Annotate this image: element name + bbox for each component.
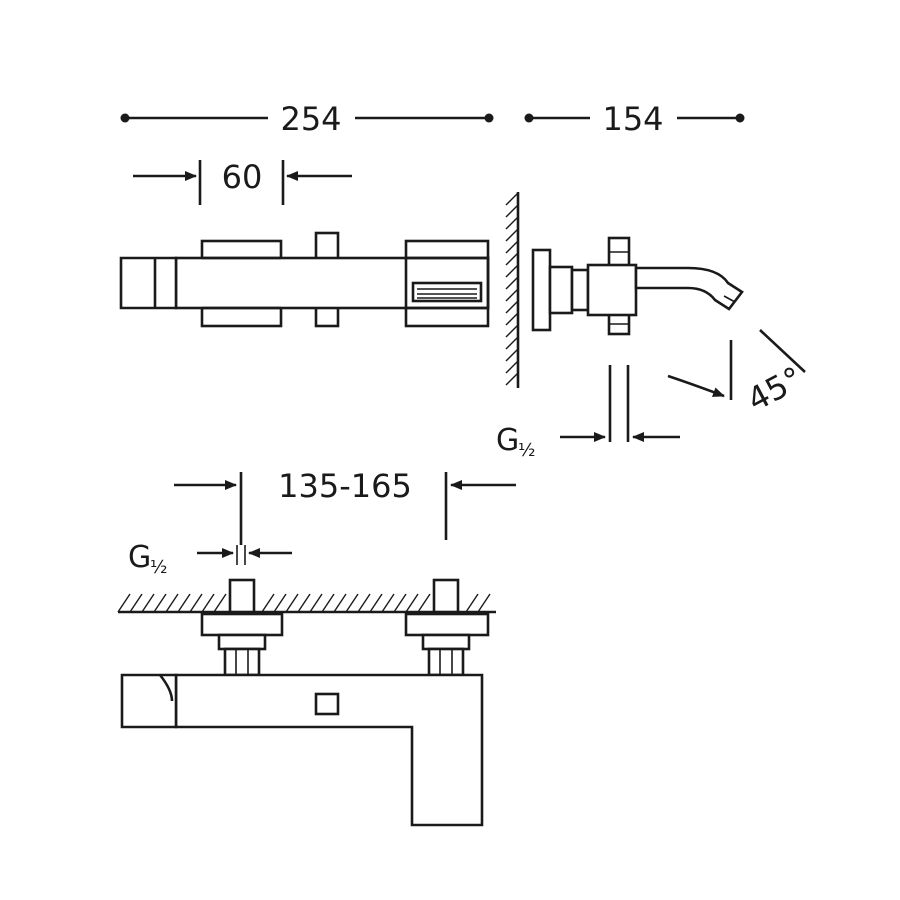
- dimension-154: 154: [524, 100, 745, 138]
- left-escutcheon: [200, 612, 284, 637]
- front-view-end-cap: [120, 673, 178, 729]
- dimension-endpoint-right: [484, 113, 494, 123]
- thread-side-letter: G: [496, 423, 519, 458]
- angle-45-label: 45°: [741, 359, 809, 419]
- front-view-mixer: [117, 578, 496, 827]
- diverter-button: [314, 692, 340, 716]
- left-inlet-pipe: [228, 578, 256, 614]
- thread-bottom-letter: G: [128, 540, 151, 575]
- thread-side-fraction: ½: [518, 440, 535, 461]
- left-nut: [223, 647, 261, 677]
- right-nut: [427, 647, 465, 677]
- dimension-135-165-label: 135-165: [278, 467, 412, 505]
- dimension-60-label: 60: [222, 158, 263, 196]
- thread-dimension-side: G ½: [496, 365, 680, 461]
- dimension-254-label: 254: [280, 100, 341, 138]
- side-view-mixer: [505, 192, 744, 388]
- side-view-body: [586, 263, 638, 317]
- thread-dimension-bottom: G ½: [128, 540, 292, 578]
- right-inlet-pipe: [432, 578, 460, 614]
- wall-hatching: [505, 192, 519, 386]
- dimension-60: 60: [133, 158, 352, 205]
- top-view-mixer: [119, 231, 490, 328]
- thread-bottom-fraction: ½: [150, 557, 167, 578]
- dimension-154-label: 154: [602, 100, 663, 138]
- angle-dimension: 45°: [667, 329, 809, 419]
- dimension-254: 254: [120, 100, 494, 138]
- side-view-flange: [531, 248, 552, 332]
- right-escutcheon: [404, 612, 490, 637]
- front-wall-hatching: [117, 593, 491, 613]
- dimension-135-165: 135-165: [174, 467, 516, 545]
- top-view-spout: [119, 256, 178, 310]
- side-view-spout: [634, 266, 744, 311]
